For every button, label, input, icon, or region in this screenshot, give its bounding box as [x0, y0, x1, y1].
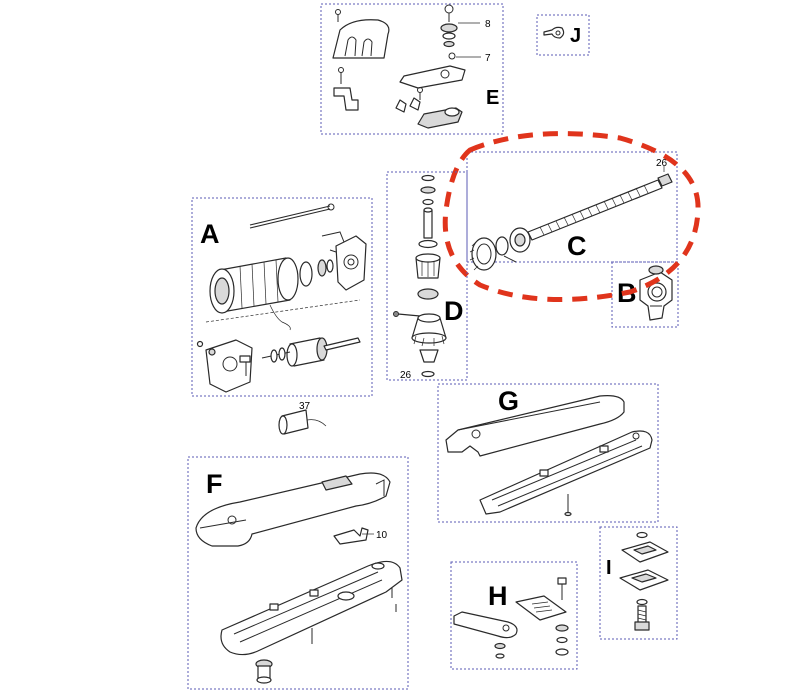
- group-j: J: [536, 14, 590, 56]
- group-label-h: H: [488, 581, 508, 611]
- capacitor-part: 37: [278, 401, 327, 435]
- group-d: 26 D: [386, 171, 468, 381]
- group-a-border: [191, 197, 373, 397]
- group-g: G: [437, 383, 659, 523]
- group-e: 8 7 E: [320, 3, 504, 135]
- motor-housing-part: [209, 257, 299, 314]
- highlight-ellipse: [442, 131, 701, 302]
- worm-screw-part: [527, 173, 673, 241]
- group-label-g: G: [498, 386, 519, 416]
- group-f-border: [187, 456, 409, 690]
- group-d-border: [386, 171, 468, 381]
- eye-bolt-part: [444, 4, 454, 14]
- group-a: A: [191, 197, 373, 397]
- callout-7: 7: [485, 53, 491, 64]
- cover-bracket-part: [332, 19, 390, 59]
- clip-part: [395, 99, 407, 113]
- callout-26-d: 26: [400, 370, 412, 381]
- washer-part: [440, 23, 458, 33]
- group-g-border: [437, 383, 659, 523]
- fork-bracket-part: [639, 265, 673, 321]
- group-label-e: E: [486, 87, 499, 109]
- release-key-part: [543, 26, 565, 39]
- group-label-i: I: [606, 557, 612, 579]
- group-c: 26 C: [466, 151, 678, 271]
- group-label-j: J: [570, 25, 581, 47]
- group-b-border: [611, 261, 679, 328]
- callout-8: 8: [485, 19, 491, 30]
- lower-clamp-part: [619, 569, 669, 591]
- rotor-part: [261, 337, 361, 367]
- end-cap-part: [321, 231, 367, 291]
- release-arm-part: [453, 611, 518, 639]
- clamp-plate-part: [621, 541, 669, 563]
- pinion-gear-part: [415, 253, 441, 279]
- pin-part: [397, 313, 421, 317]
- group-i: I: [599, 526, 678, 640]
- group-label-c: C: [567, 231, 587, 261]
- lower-base-part: [479, 430, 653, 515]
- group-f: 10 F: [187, 456, 409, 690]
- callout-26-top: 26: [656, 158, 668, 169]
- group-h-border: [450, 561, 578, 670]
- group-c-border: [466, 151, 678, 263]
- bottom-bushing-part: [255, 659, 273, 684]
- mounting-plate-part: [515, 595, 567, 621]
- gearbox-cover-part: [195, 472, 391, 547]
- gearbox-base-part: [220, 560, 403, 656]
- drive-gear-part: [469, 237, 497, 271]
- group-label-a: A: [200, 219, 220, 249]
- lock-bracket-part: [333, 87, 359, 111]
- upper-cover-part: [445, 395, 625, 457]
- release-lever-part: [399, 65, 466, 89]
- hex-bolt-part: [634, 605, 650, 631]
- clip-bracket-part: [333, 527, 369, 545]
- callout-10: 10: [376, 530, 388, 541]
- pinion-shaft-part: [423, 209, 433, 239]
- group-label-d: D: [444, 296, 464, 326]
- group-i-border: [599, 526, 678, 640]
- crown-gear-part: [411, 313, 447, 363]
- washer-part: [421, 174, 435, 182]
- callout-37: 37: [299, 401, 311, 412]
- brush-holder-part: [196, 339, 253, 393]
- tie-rod-part: [249, 205, 331, 226]
- group-h: H: [450, 561, 578, 670]
- group-label-f: F: [206, 469, 223, 499]
- shaft-nut-part: [657, 173, 673, 187]
- group-j-border: [536, 14, 590, 56]
